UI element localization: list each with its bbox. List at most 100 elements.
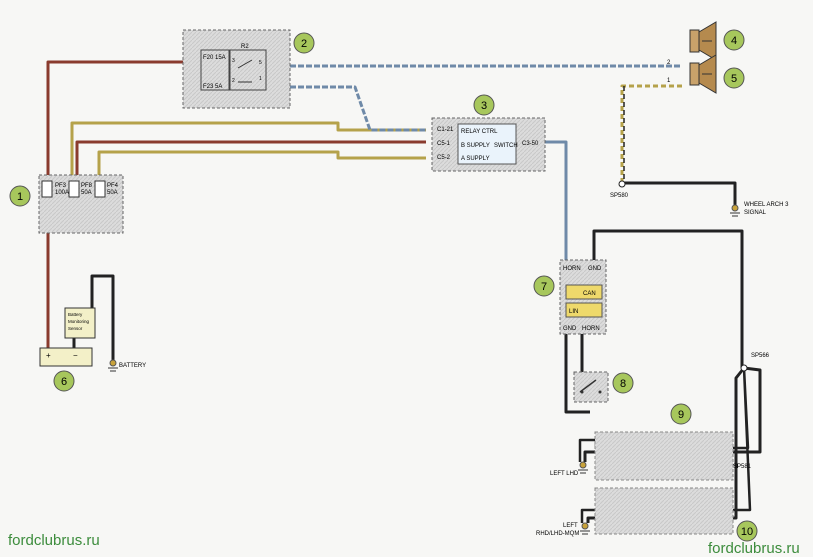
- horn-pin-2: 2: [667, 60, 671, 66]
- fuse-pf3-icon: [41, 180, 53, 198]
- callout-3-text: 3: [481, 100, 487, 112]
- relay-r2-label: R2: [241, 44, 249, 50]
- cs-gnd-top: GND: [588, 266, 602, 272]
- fuse-pf3-rating: 100A: [55, 190, 69, 196]
- callout-10-text: 10: [741, 526, 753, 538]
- relay-r2-icon: [229, 49, 267, 91]
- wheel-arch-signal-label: SIGNAL: [744, 210, 767, 216]
- watermark-left: fordclubrus.ru: [8, 532, 100, 549]
- switch-contact-icon: [579, 379, 597, 393]
- battery-label: BATTERY: [119, 363, 146, 369]
- horn-low-icon: [689, 54, 717, 94]
- pin-c1-21: C1-21: [437, 127, 454, 133]
- callout-7: 7: [533, 275, 555, 297]
- relay-pin-5: 5: [259, 60, 262, 66]
- harness-10: [594, 487, 734, 535]
- wire-sp580-to-wheelarch: [622, 181, 737, 205]
- wire-clockspring-gnd: [592, 229, 744, 368]
- callout-4-text: 4: [731, 35, 737, 47]
- callout-6-text: 6: [61, 376, 67, 388]
- fuse-pf3-label: PF3: [55, 183, 67, 189]
- battery: + − Battery Monitoring Sensor BATTERY: [39, 307, 146, 372]
- fuse-pf4-icon: [94, 180, 106, 198]
- callout-7-text: 7: [541, 281, 547, 293]
- splice-sp566: SP566: [751, 353, 770, 359]
- ground-rhd-lhd-mqm-icon: [580, 522, 590, 535]
- horns: 2 1: [667, 21, 717, 94]
- ground-rhd-lhd-mqm: RHD/LHD-MQM: [536, 531, 579, 537]
- wire-olive-relayctrl: [70, 121, 426, 175]
- cs-gnd-bottom: GND: [563, 326, 577, 332]
- ground-left-lhd-icon: [578, 461, 588, 474]
- cs-can: CAN: [583, 291, 596, 297]
- fuse-pf8-label: PF8: [81, 183, 93, 189]
- label-a-supply: A SUPPLY: [461, 156, 490, 162]
- clockspring: HORN GND CAN LIN GND HORN: [559, 259, 607, 335]
- label-switch: SWITCH: [494, 143, 518, 149]
- ground-left-lhd: LEFT LHD: [550, 471, 579, 477]
- relay-pin-3: 3: [232, 58, 235, 64]
- callouts: 1 2 3 4 5 6 7 8 9 10: [9, 29, 758, 542]
- ground-left-label: LEFT: [563, 523, 578, 529]
- callout-5: 5: [723, 67, 745, 89]
- watermark-right: fordclubrus.ru: [708, 540, 800, 557]
- callout-6: 6: [53, 370, 75, 392]
- battery-minus: −: [73, 351, 78, 360]
- pin-c5-2: C5-2: [437, 155, 451, 161]
- label-b-supply: B SUPPLY: [461, 143, 490, 149]
- pin-c5-1: C5-1: [437, 141, 451, 147]
- wire-relay-to-module: [290, 85, 426, 132]
- battery-monitor-sensor: [64, 307, 96, 339]
- horn-switch: [573, 371, 609, 403]
- cs-horn-top: HORN: [563, 266, 581, 272]
- relay-pin-1: 1: [259, 76, 262, 82]
- control-module: C1-21 C5-1 C5-2 RELAY CTRL B SUPPLY A SU…: [431, 117, 546, 172]
- horn-pin-1: 1: [667, 78, 671, 84]
- fuse-pf4-rating: 50A: [107, 190, 118, 196]
- fuse-f23-label: F23 5A: [203, 84, 222, 90]
- wire-olive-asupply: [97, 150, 426, 175]
- callout-8-text: 8: [620, 378, 626, 390]
- callout-2-text: 2: [301, 38, 307, 50]
- wire-module-to-clockspring: [545, 140, 568, 260]
- callout-2: 2: [293, 32, 315, 54]
- fuse-box: PF3 100A PF8 50A PF4 50A: [38, 174, 124, 234]
- wire-horn-to-ground: [620, 84, 682, 183]
- battery-plus: +: [46, 351, 51, 360]
- horn-high-icon: [689, 21, 717, 61]
- relay-box: F20 15A F23 5A R2 3 2 5 1: [182, 29, 291, 109]
- sensor-line-2: Monitoring: [68, 319, 90, 324]
- callout-8: 8: [612, 372, 634, 394]
- wire-pf8-to-bsupply: [75, 140, 426, 175]
- pin-c3-50: C3-50: [522, 141, 539, 147]
- splice-sp581: SP581: [733, 464, 752, 470]
- callout-3: 3: [473, 94, 495, 116]
- wire-battery-sensor: [72, 274, 115, 361]
- splice-sp580: SP580: [610, 193, 629, 199]
- wire-clockspring-switch: [564, 334, 590, 414]
- sensor-line-3: Sensor: [68, 326, 83, 331]
- fuse-pf8-icon: [68, 180, 80, 198]
- cs-lin: LIN: [569, 309, 578, 315]
- wheel-arch-label: WHEEL ARCH 3: [744, 202, 789, 208]
- relay-pin-2: 2: [232, 78, 235, 84]
- sensor-line-1: Battery: [68, 312, 83, 317]
- callout-1-text: 1: [17, 191, 23, 203]
- label-relay-ctrl: RELAY CTRL: [461, 129, 498, 135]
- callout-9-text: 9: [678, 409, 684, 421]
- harness-9: [594, 431, 734, 481]
- callout-9: 9: [670, 403, 692, 425]
- callout-1: 1: [9, 185, 31, 207]
- fuse-f20-label: F20 15A: [203, 55, 226, 61]
- callout-5-text: 5: [731, 73, 737, 85]
- wire-sp566-grounds: [583, 366, 762, 523]
- callout-10: 10: [736, 520, 758, 542]
- cs-horn-bottom: HORN: [582, 326, 600, 332]
- wire-battery-to-relay: [46, 60, 183, 348]
- wires: [46, 60, 762, 523]
- fuse-pf4-label: PF4: [107, 183, 119, 189]
- fuse-pf8-rating: 50A: [81, 190, 92, 196]
- callout-4: 4: [723, 29, 745, 51]
- battery-ground-icon: [108, 359, 118, 372]
